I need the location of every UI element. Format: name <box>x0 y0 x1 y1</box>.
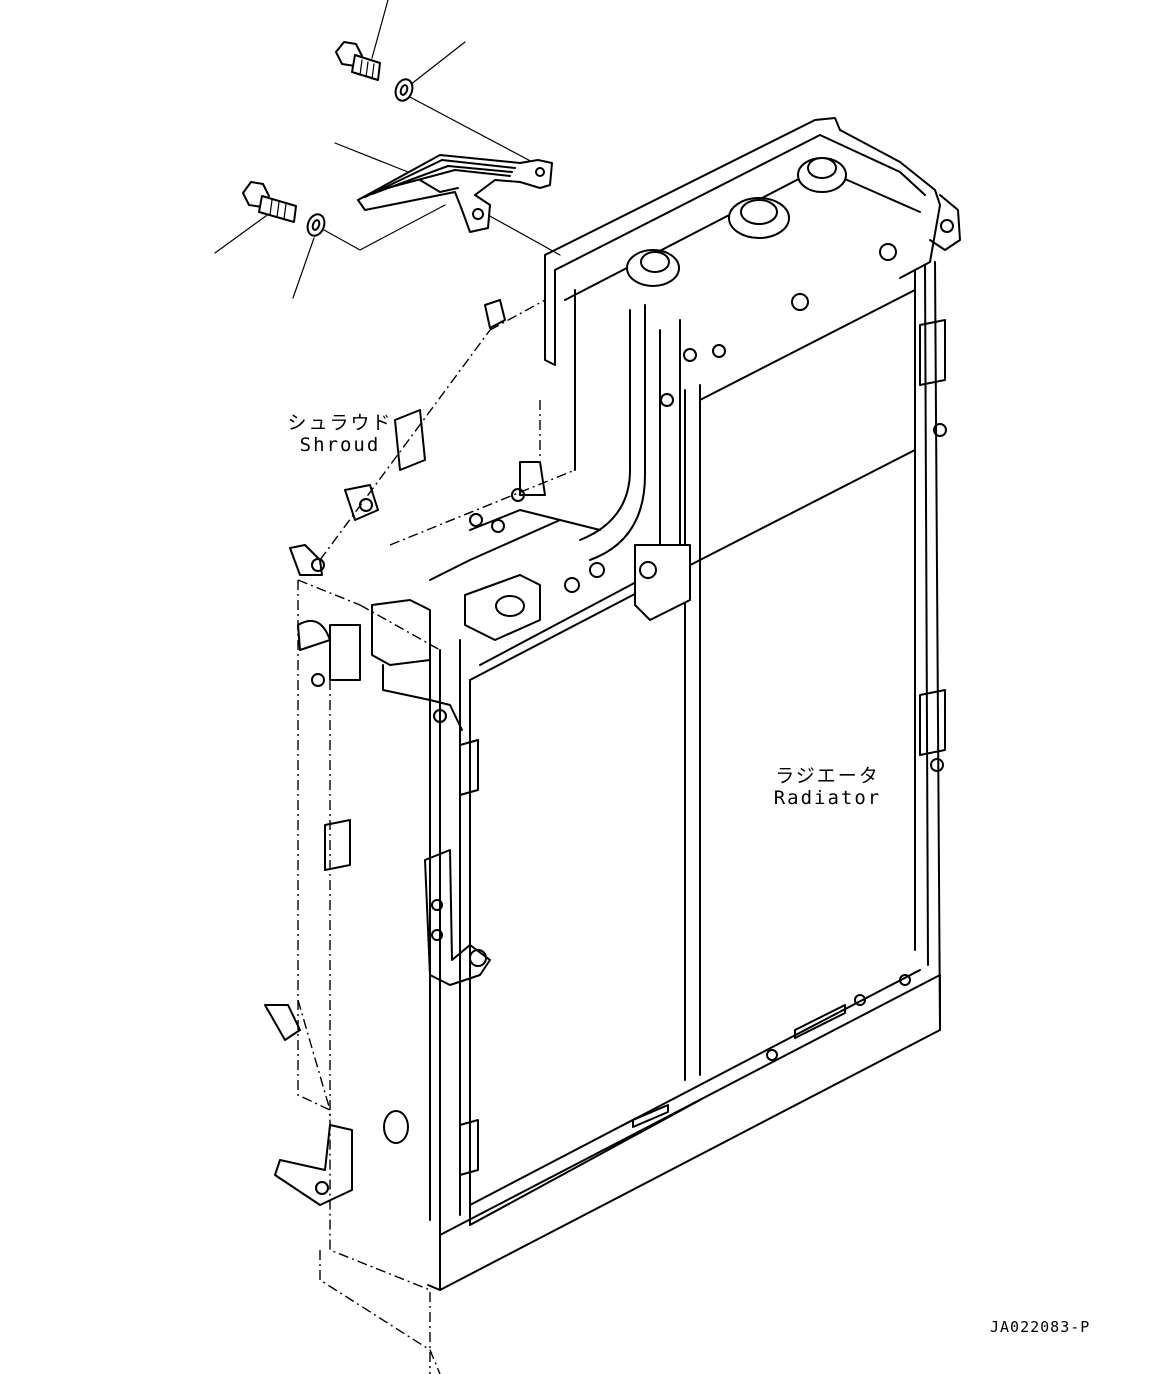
radiator-label-en: Radiator <box>773 787 882 809</box>
bolt-icon <box>335 41 381 81</box>
shroud-label: シュラウド Shroud <box>270 412 410 456</box>
shroud-label-ja: シュラウド <box>287 412 393 434</box>
drawing-code: JA022083-P <box>990 1318 1091 1336</box>
bolt-icon <box>242 181 297 223</box>
radiator-label-ja: ラジエータ <box>775 765 880 787</box>
radiator-body <box>371 117 961 1291</box>
bracket-icon <box>357 154 553 233</box>
shroud-outline <box>264 299 576 1374</box>
washer-icon <box>306 213 326 237</box>
radiator-label: ラジエータ Radiator <box>755 765 900 809</box>
shroud-label-en: Shroud <box>299 434 381 456</box>
washer-icon <box>394 78 414 102</box>
leader-lines <box>214 0 561 299</box>
